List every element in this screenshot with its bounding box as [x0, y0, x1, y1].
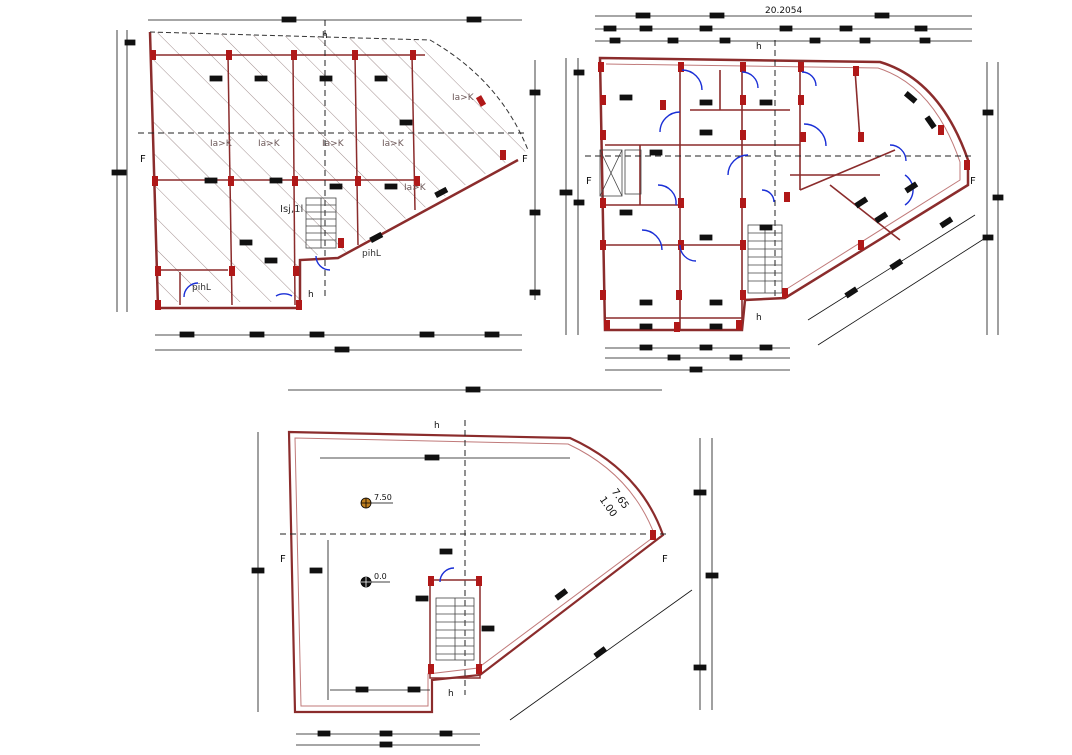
plan-3-door: [439, 567, 455, 583]
plan-1-doors: [183, 255, 331, 298]
plan-2-staircase: [747, 224, 783, 294]
level-marker-top: 7.50: [360, 493, 393, 509]
plan-1-door-label: h: [308, 290, 314, 300]
plan-3-top-h-label: h: [434, 421, 440, 431]
plan-1-hatch-label-2: Ia>K: [258, 139, 281, 149]
plan-2-top-h-label: h: [756, 42, 762, 52]
plan-1-room-label-b: pihL: [362, 249, 381, 259]
plan-1-room-label-a: pihL: [192, 283, 211, 293]
plan-1-hatch-label-1: Ia>K: [210, 139, 233, 149]
plan-1-entry-label: h: [322, 31, 328, 41]
plan-1-hatched-area: [150, 32, 528, 302]
plan-1-outer-wall: [148, 31, 519, 310]
plan-3-section-right: F: [662, 554, 668, 565]
plan-2-outer-wall-inner: [605, 63, 961, 291]
plan-3-outer-wall-inner: [294, 437, 656, 707]
plan-2-section-right: F: [970, 176, 976, 187]
plan-3-section-left: F: [280, 554, 286, 565]
plan-3-terrace: 7.50 0.0 7.65 1.00 h h F F: [251, 386, 719, 748]
plan-1-hatch-label-3: Ia>K: [322, 139, 345, 149]
plan-1-dimensions: [111, 16, 541, 353]
plan-1-staircase: [305, 197, 337, 249]
plan-2-kitchen-unit: [599, 149, 642, 197]
plan-1-section-left: F: [140, 154, 146, 165]
plan-2-columns: [598, 62, 970, 332]
level-top-value: 7.50: [374, 493, 392, 502]
plan-1-hatch-label-4: Ia>K: [382, 139, 405, 149]
level-marker-bottom: 0.0: [360, 572, 390, 588]
plan-3-staircase: [429, 579, 481, 679]
plan-2-bottom-h-label: h: [756, 313, 762, 323]
plan-2-doors: [641, 69, 914, 262]
plan-2-section-left: F: [586, 176, 592, 187]
level-bottom-value: 0.0: [374, 572, 387, 581]
plan-1-hatch-label-5: Ia>K: [404, 183, 427, 193]
plan-1-roof: Ia>K Ia>K Ia>K Ia>K Ia>K Ia>K Isj,1l pih…: [111, 16, 541, 353]
plan-3-bottom-h-label: h: [448, 689, 454, 699]
plan-2-outer-wall: [598, 56, 970, 332]
plan-2-floor: 20.2054 h h F F: [559, 6, 1004, 373]
plan-3-columns: [428, 530, 656, 674]
plan-2-dimensions: [559, 12, 1004, 373]
plan-1-columns: [150, 50, 506, 310]
plan-3-dimensions: [251, 386, 719, 748]
plan-2-total-width: 20.2054: [765, 6, 802, 16]
plan-1-section-right: F: [522, 154, 528, 165]
plan-1-corner-label: Ia>K: [452, 93, 475, 103]
plan-1-stair-label: Isj,1l: [280, 204, 303, 215]
